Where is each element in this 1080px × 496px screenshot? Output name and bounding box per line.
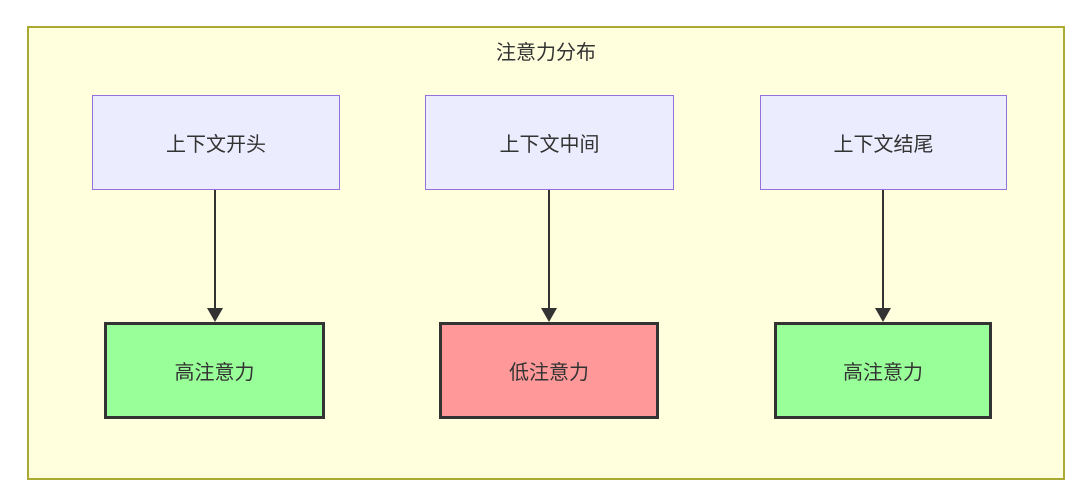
- arrowhead-down-icon: [875, 308, 891, 322]
- node-label: 高注意力: [174, 360, 255, 384]
- attention-distribution-group: 注意力分布 上下文开头 高注意力 上下文中间 低注意力 上下文结尾: [27, 26, 1065, 480]
- node-low-attention: 低注意力: [439, 322, 659, 419]
- arrow-shaft: [882, 190, 884, 309]
- node-high-attention-1: 高注意力: [104, 322, 325, 419]
- arrowhead-down-icon: [207, 308, 223, 322]
- node-context-start: 上下文开头: [92, 95, 340, 190]
- node-context-end: 上下文结尾: [760, 95, 1007, 190]
- node-high-attention-2: 高注意力: [774, 322, 992, 419]
- diagram-title: 注意力分布: [496, 40, 596, 64]
- arrowhead-down-icon: [541, 308, 557, 322]
- node-context-middle: 上下文中间: [425, 95, 674, 190]
- node-label: 高注意力: [843, 360, 923, 384]
- arrow-shaft: [214, 190, 216, 309]
- node-label: 上下文中间: [499, 132, 600, 156]
- node-label: 上下文结尾: [833, 132, 934, 156]
- arrow-end-to-high: [875, 190, 891, 322]
- node-label: 低注意力: [509, 360, 589, 384]
- node-label: 上下文开头: [166, 132, 266, 156]
- arrow-middle-to-low: [541, 190, 557, 322]
- arrow-start-to-high: [207, 190, 223, 322]
- arrow-shaft: [548, 190, 550, 309]
